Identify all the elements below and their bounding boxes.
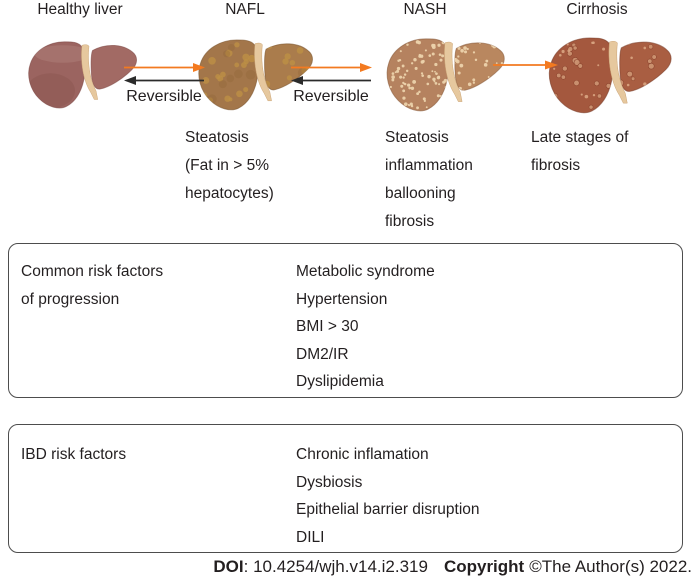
falciform-ligament bbox=[81, 44, 99, 100]
reverse-arrow-icon bbox=[291, 76, 371, 85]
liver-right-lobe bbox=[90, 45, 138, 90]
description-line: Steatosis bbox=[385, 129, 449, 146]
stage-label-nafl: NAFL bbox=[225, 1, 265, 18]
stage-label-cirrhosis: Cirrhosis bbox=[566, 1, 628, 18]
transition-nash-to-cirrhosis bbox=[491, 59, 559, 71]
box-title-line: IBD risk factors bbox=[21, 446, 127, 463]
box-title: IBD risk factors bbox=[21, 441, 126, 469]
box-items: Metabolic syndrome Hypertension BMI > 30… bbox=[296, 258, 435, 396]
stage-label-nash: NASH bbox=[403, 1, 447, 18]
risk-item: Hypertension bbox=[296, 290, 388, 308]
description-line: (Fat in > 5% bbox=[185, 157, 269, 174]
description-line: ballooning bbox=[385, 185, 456, 202]
box-title-line: Common risk factors bbox=[21, 263, 164, 280]
description-line: fibrosis bbox=[531, 157, 581, 174]
description-line: Steatosis bbox=[185, 129, 249, 146]
falciform-ligament bbox=[444, 41, 463, 102]
falciform-ligament bbox=[254, 42, 272, 102]
nash-liver-illustration bbox=[386, 38, 505, 112]
box-title: Common risk factors of progression bbox=[21, 258, 163, 314]
description-line: inflammation bbox=[385, 157, 473, 174]
description-line: Late stages of bbox=[531, 129, 629, 146]
reverse-arrow-icon bbox=[124, 76, 204, 85]
doi-label: DOI bbox=[213, 557, 244, 576]
liver-left-lobe bbox=[386, 38, 449, 112]
risk-item: Dysbiosis bbox=[296, 473, 363, 491]
copyright-value: ©The Author(s) 2022. bbox=[529, 557, 692, 576]
liver-right-lobe bbox=[264, 43, 313, 91]
risk-item: Metabolic syndrome bbox=[296, 263, 435, 280]
forward-arrow-icon bbox=[493, 60, 558, 70]
doi-separator: : bbox=[243, 557, 254, 576]
stage-label-healthy-liver: Healthy liver bbox=[37, 1, 123, 18]
copyright-label: Copyright bbox=[443, 557, 525, 576]
risk-item: Chronic inflamation bbox=[296, 446, 429, 463]
common-risk-factors-box: Common risk factors of progression Metab… bbox=[8, 243, 683, 398]
footer-credit: DOI: 10.4254/wjh.v14.i2.319 Copyright©The… bbox=[0, 557, 692, 577]
box-title-line: of progression bbox=[21, 291, 120, 308]
transition-healthy-to-nafl: Reversible bbox=[114, 62, 214, 106]
risk-item: Dyslipidemia bbox=[296, 373, 384, 390]
description-line: hepatocytes) bbox=[185, 185, 274, 202]
box-items: Chronic inflamation Dysbiosis Epithelial… bbox=[296, 441, 480, 551]
reversible-label: Reversible bbox=[293, 88, 369, 105]
transition-nafl-to-nash: Reversible bbox=[281, 62, 381, 106]
forward-arrow-icon bbox=[291, 63, 372, 72]
nafl-liver-illustration bbox=[198, 39, 313, 111]
liver-right-lobe bbox=[454, 42, 505, 91]
nash-description: Steatosis inflammation ballooning fibros… bbox=[385, 124, 473, 236]
risk-item: DILI bbox=[296, 528, 325, 546]
nafl-description: Steatosis (Fat in > 5% hepatocytes) bbox=[185, 124, 274, 208]
cirrhosis-description: Late stages of fibrosis bbox=[531, 124, 628, 180]
risk-item: Epithelial barrier disruption bbox=[296, 501, 480, 518]
risk-item: DM2/IR bbox=[296, 345, 349, 363]
falciform-ligament bbox=[608, 41, 628, 104]
ibd-risk-factors-box: IBD risk factors Chronic inflamation Dys… bbox=[8, 424, 683, 553]
forward-arrow-icon bbox=[124, 63, 205, 72]
risk-item: BMI > 30 bbox=[296, 318, 359, 335]
reversible-label: Reversible bbox=[126, 88, 202, 105]
doi-value: 10.4254/wjh.v14.i2.319 bbox=[253, 557, 428, 576]
cirrhosis-liver-illustration bbox=[548, 37, 672, 114]
description-line: fibrosis bbox=[385, 213, 435, 230]
healthy-liver-illustration bbox=[28, 41, 138, 109]
